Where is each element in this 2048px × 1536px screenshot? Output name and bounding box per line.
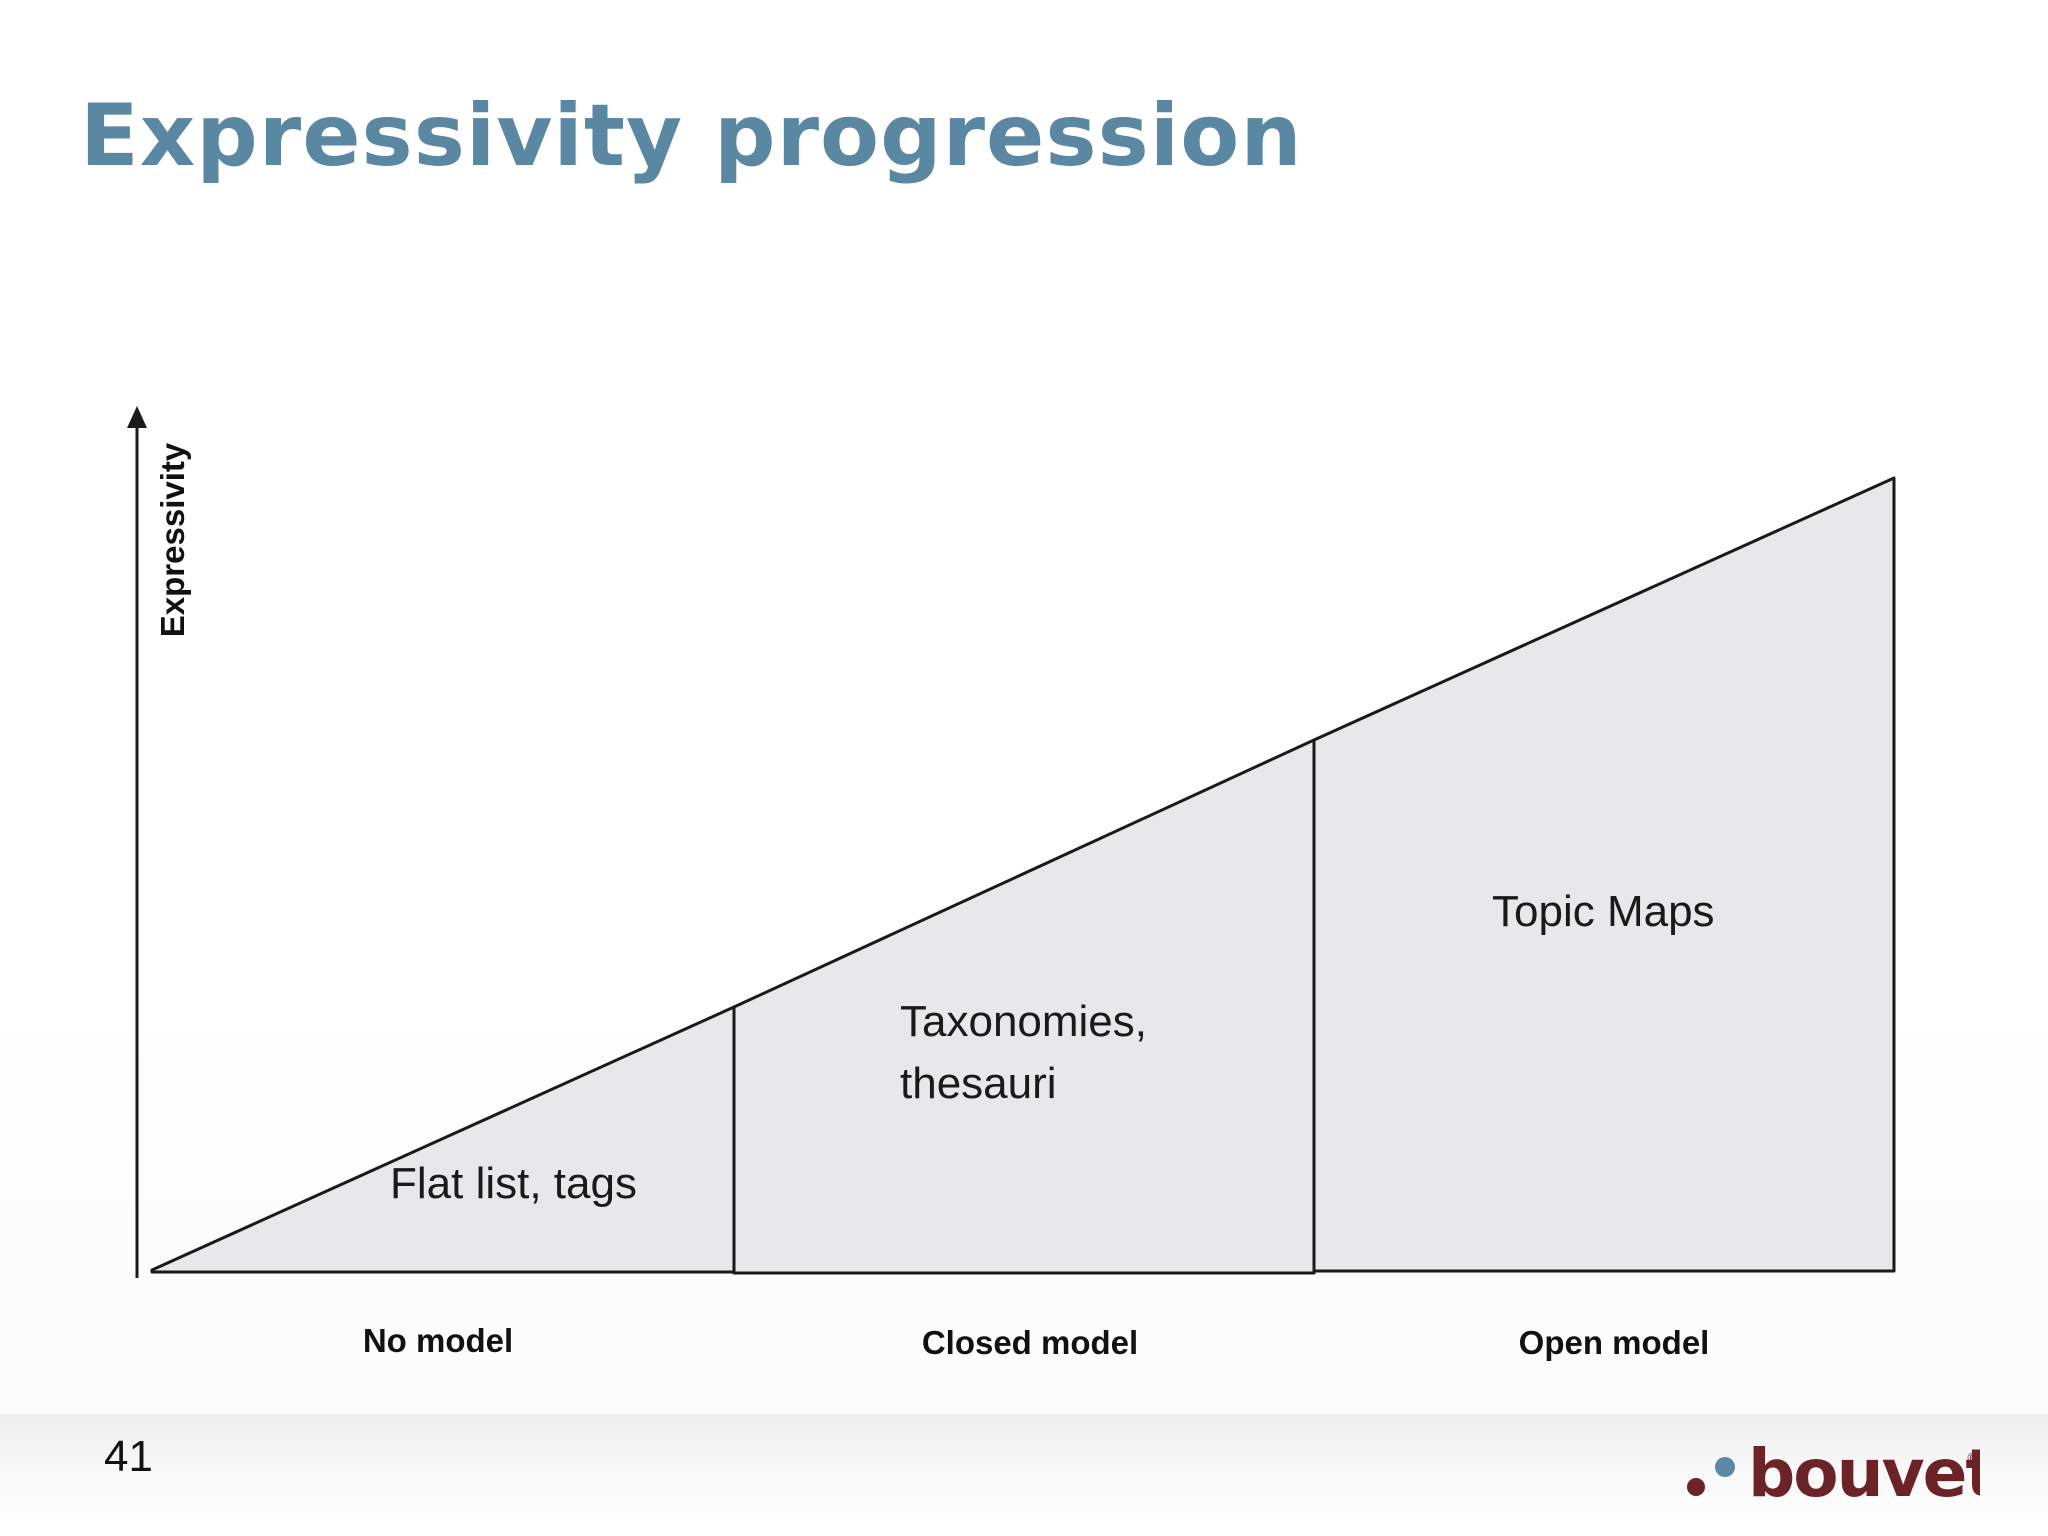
- logo-dot-dark-icon: [1687, 1478, 1705, 1496]
- slide-title: Expressivity progression: [80, 86, 1303, 186]
- bouvet-logo: bouvet ®: [1687, 1436, 1980, 1512]
- region-closed-model: [732, 738, 1316, 1275]
- region-open-model: [1312, 476, 1896, 1273]
- region-label-line: thesauri: [900, 1059, 1057, 1108]
- page-number: 41: [104, 1432, 153, 1481]
- region-label-taxonomies: Taxonomies, thesauri: [900, 997, 1159, 1108]
- y-axis-label: Expressivity: [154, 442, 191, 637]
- category-label-open-model: Open model: [1519, 1324, 1710, 1361]
- region-label-flat-list: Flat list, tags: [390, 1159, 637, 1208]
- logo-wordmark: bouvet: [1748, 1436, 1980, 1512]
- logo-registered-mark: ®: [1966, 1451, 1978, 1465]
- y-axis-arrowhead: [127, 406, 147, 428]
- region-label-line: Taxonomies,: [900, 997, 1147, 1046]
- region-label-line: Topic Maps: [1492, 887, 1715, 936]
- category-label-closed-model: Closed model: [922, 1324, 1138, 1361]
- region-label-topic-maps: Topic Maps: [1492, 887, 1715, 936]
- category-label-no-model: No model: [363, 1322, 513, 1359]
- logo-dot-blue-icon: [1715, 1457, 1735, 1477]
- region-no-model: [150, 1005, 736, 1274]
- region-label-line: Flat list, tags: [390, 1159, 637, 1208]
- footer-band: [0, 1414, 2048, 1536]
